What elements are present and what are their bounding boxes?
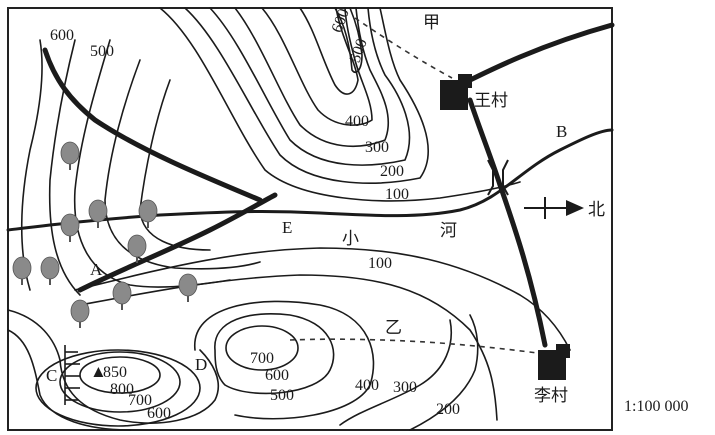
contour-line — [225, 325, 299, 371]
contour-label: 300 — [393, 379, 417, 396]
contour-line — [7, 329, 131, 431]
peak-triangle-icon: ▲ — [90, 362, 107, 381]
southcentral-hill-contours — [194, 300, 479, 431]
contour-line — [261, 7, 373, 126]
contour-label: 200 — [380, 163, 404, 180]
contour-label: 300 — [365, 139, 389, 156]
contour-label: 200 — [436, 401, 460, 418]
contour-label: 600 — [50, 27, 74, 44]
contour-label: 700 — [128, 392, 152, 409]
contour-line — [409, 314, 479, 431]
cliff-symbol — [64, 345, 80, 405]
tree-icon — [112, 281, 132, 310]
tree-icon — [127, 234, 147, 263]
dashed-line-jia — [354, 17, 453, 79]
point-d-label: D — [195, 355, 207, 374]
yi-label: 乙 — [385, 318, 402, 338]
point-a-label: A — [90, 260, 103, 279]
wang-village-label: 王村 — [474, 91, 508, 111]
contour-line — [159, 7, 521, 202]
contour-line — [194, 300, 375, 420]
contour-label: 600 — [147, 405, 171, 422]
point-b-label: B — [556, 122, 567, 141]
north-label: 北 — [588, 200, 605, 220]
contour-label: 850 — [103, 364, 127, 381]
tree-icon — [12, 256, 32, 285]
contour-line — [299, 7, 359, 95]
scale-label: 1:100 000 — [624, 398, 689, 415]
road-west — [42, 47, 263, 203]
contour-line — [73, 39, 231, 288]
point-c-label: C — [46, 366, 57, 385]
contour-label: 500 — [270, 387, 294, 404]
contour-line — [79, 274, 498, 421]
tree-icon — [60, 213, 80, 242]
river-name-2: 河 — [440, 221, 457, 241]
contour-label: 800 — [110, 381, 134, 398]
contour-line — [79, 356, 161, 394]
point-e-label: E — [282, 218, 292, 237]
tree-icon — [40, 256, 60, 285]
contour-line — [7, 309, 220, 424]
river — [6, 128, 614, 232]
dashed-line-yi — [289, 338, 546, 355]
village-wang — [440, 74, 472, 110]
contour-line — [339, 319, 452, 426]
contour-line — [209, 7, 411, 166]
contour-label: 600 — [265, 367, 289, 384]
tree-icon — [178, 273, 198, 302]
contour-label: 500 — [90, 43, 114, 60]
tree-icon — [138, 199, 158, 228]
place-labels: 甲 王村 B E 小 河 北 A 乙 C D ▲ 李村 — [46, 13, 605, 406]
river-name-1: 小 — [342, 229, 359, 249]
li-village-label: 李村 — [534, 386, 568, 406]
jia-label: 甲 — [423, 13, 440, 33]
tree-icon — [60, 141, 80, 170]
contour-line — [20, 39, 43, 291]
contour-line — [59, 351, 181, 413]
contour-line — [234, 7, 390, 148]
contour-line — [184, 7, 430, 184]
southwest-peak-contours — [7, 329, 201, 431]
contour-label: 100 — [385, 186, 409, 203]
road-southwest — [77, 192, 278, 293]
contour-line — [334, 7, 363, 74]
contour-labels: 600 500 600 500 400 300 200 100 100 850 … — [50, 7, 460, 422]
contour-label: 700 — [250, 350, 274, 367]
forest — [12, 141, 198, 328]
contour-label: 400 — [355, 377, 379, 394]
tree-icon — [88, 199, 108, 228]
tree-icon — [70, 299, 90, 328]
contour-line — [35, 349, 201, 427]
contour-label: 400 — [345, 113, 369, 130]
village-li — [538, 344, 570, 380]
north-arrow-icon — [524, 197, 584, 219]
road-wang-to-li — [467, 97, 548, 348]
contour-line — [104, 59, 261, 270]
contour-line — [214, 312, 335, 395]
bridge — [487, 159, 509, 196]
northern-hill-contours — [159, 7, 521, 202]
contour-line — [48, 39, 81, 296]
contour-label: 100 — [368, 255, 392, 272]
